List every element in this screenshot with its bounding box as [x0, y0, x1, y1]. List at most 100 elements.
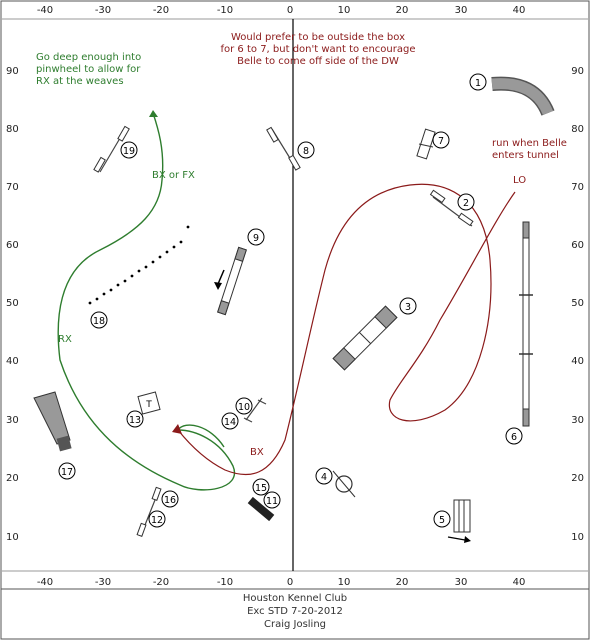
obstacle-number: 4: [321, 472, 327, 483]
obstacle-number: 10: [238, 402, 250, 413]
x-tick-top: -40: [37, 5, 53, 16]
footer-line-1: Houston Kennel Club: [242, 593, 348, 604]
panel-jump-line: [418, 143, 434, 148]
note-left-line: pinwheel to allow for: [36, 64, 141, 75]
obstacle-number-circle: [505, 427, 523, 445]
obstacle-number-circle: [263, 491, 281, 509]
tunnel-curved-fill: [491, 78, 554, 116]
obstacle-number-circle: [252, 478, 270, 496]
x-tick-bottom: -20: [153, 577, 169, 588]
y-tick-right: 30: [571, 415, 584, 426]
y-tick-left: 20: [6, 473, 19, 484]
obstacle-number-circle: [90, 311, 108, 329]
bar-jump-10-14: [243, 397, 267, 423]
teeter-direction-arrow: [217, 269, 225, 285]
label-lo: LO: [513, 175, 526, 186]
bar-jump-16: [136, 486, 162, 537]
obstacle-number-circle: [457, 193, 475, 211]
obstacle-number: 14: [224, 417, 236, 428]
x-tick-top: -10: [217, 5, 233, 16]
obstacle-number: 6: [511, 432, 517, 443]
label-bx: BX: [250, 447, 264, 458]
obstacle-number: 15: [255, 483, 267, 494]
teeter: [217, 246, 247, 316]
spread-jump-arrow-head: [464, 536, 471, 543]
obstacle-number: 18: [93, 316, 105, 327]
obstacle-number: 16: [164, 495, 176, 506]
note-right-line: run when Belle: [492, 138, 567, 149]
footer-line-3: Craig Josling: [263, 619, 327, 630]
obstacle-number: 5: [439, 515, 445, 526]
bar-jump-8: [266, 126, 301, 171]
y-tick-right: 70: [571, 182, 584, 193]
y-tick-right: 90: [571, 66, 584, 77]
pause-table: [137, 391, 161, 415]
x-tick-bottom: 40: [513, 577, 526, 588]
x-tick-bottom: 30: [455, 577, 468, 588]
bar-jump-19: [93, 125, 130, 173]
handler-path: [57, 112, 236, 491]
obstacle-number-circle: [315, 467, 333, 485]
x-tick-bottom: -30: [95, 577, 111, 588]
x-tick-bottom: 0: [287, 577, 293, 588]
chute: [33, 391, 71, 445]
obstacle-number: 8: [303, 146, 309, 157]
note-top-line: Belle to come off side of the DW: [237, 56, 399, 67]
x-tick-top: 20: [396, 5, 409, 16]
y-tick-right: 80: [571, 124, 584, 135]
y-tick-left: 10: [6, 532, 19, 543]
y-tick-right: 60: [571, 240, 584, 251]
obstacle-number: 7: [438, 136, 444, 147]
x-tick-top: -30: [95, 5, 111, 16]
obstacle-number-circle: [148, 510, 166, 528]
obstacle-number: 13: [129, 415, 141, 426]
x-tick-top: 0: [287, 5, 293, 16]
obstacle-numbers: 1 2 3 4 5 6 7 8 9 10 11 12 13 14 15 16 1…: [58, 73, 523, 528]
note-left-line: RX at the weaves: [36, 76, 124, 87]
obstacle-number: 11: [266, 496, 278, 507]
x-tick-top: 10: [338, 5, 351, 16]
x-tick-top: 40: [513, 5, 526, 16]
x-tick-top: -20: [153, 5, 169, 16]
obstacle-number: 19: [123, 146, 135, 157]
dog-arrow-head: [172, 424, 182, 434]
y-tick-right: 10: [571, 532, 584, 543]
weave-poles: [88, 225, 190, 305]
obstacle-number-circle: [126, 410, 144, 428]
dogwalk: [522, 221, 530, 427]
obstacle-number-circle: [161, 490, 179, 508]
footer-frame: [0, 588, 590, 640]
note-right-line: enters tunnel: [492, 150, 559, 161]
y-tick-left: 60: [6, 240, 19, 251]
note-left-line: Go deep enough into: [36, 52, 141, 63]
footer-line-2: Exc STD 7-20-2012: [247, 606, 343, 617]
bar-jump-2: [429, 189, 474, 227]
obstacle-number-circle: [297, 141, 315, 159]
aframe: [332, 305, 398, 371]
x-tick-bottom: -40: [37, 577, 53, 588]
y-tick-right: 50: [571, 298, 584, 309]
obstacle-number: 12: [151, 515, 163, 526]
tire-frame: [332, 470, 356, 498]
y-tick-right: 20: [571, 473, 584, 484]
obstacle-number: 17: [61, 467, 73, 478]
obstacle-number-circle: [235, 397, 253, 415]
obstacle-number: 2: [463, 198, 469, 209]
dog-path: [177, 183, 516, 476]
teeter-arrow-head: [214, 282, 222, 290]
dogwalk-contact-top: [522, 221, 530, 239]
x-tick-top: 30: [455, 5, 468, 16]
obstacle-number-circle: [120, 141, 138, 159]
obstacle-number-circle: [58, 462, 76, 480]
label-bx-fx: BX or FX: [152, 170, 195, 181]
chute-opening: [56, 435, 72, 452]
obstacle-number: 3: [405, 302, 411, 313]
y-tick-left: 90: [6, 66, 19, 77]
obstacle-number-circle: [221, 412, 239, 430]
x-tick-bottom: 10: [338, 577, 351, 588]
y-tick-left: 50: [6, 298, 19, 309]
y-tick-left: 70: [6, 182, 19, 193]
obstacle-number-circle: [469, 73, 487, 91]
obstacle-number-circle: [247, 228, 265, 246]
